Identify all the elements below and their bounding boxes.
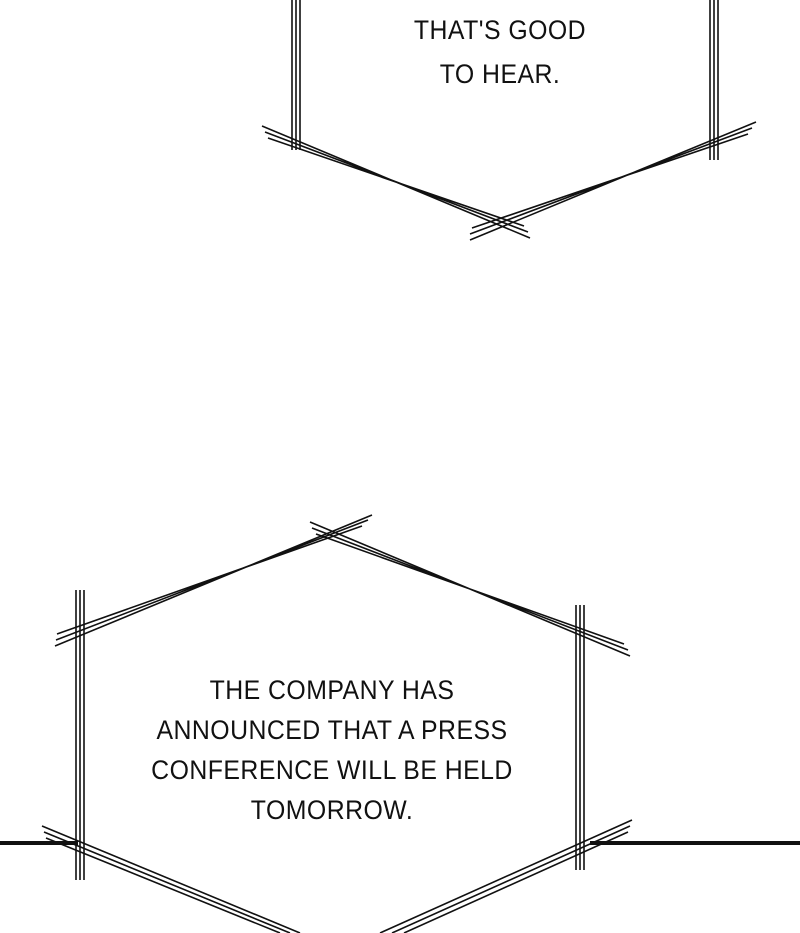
- dialogue-line: TO HEAR.: [439, 59, 561, 89]
- bottom-bubble-text: THE COMPANY HAS ANNOUNCED THAT A PRESS C…: [148, 670, 516, 830]
- dialogue-line: CONFERENCE WILL BE HELD: [151, 755, 513, 785]
- dialogue-line: THAT'S GOOD: [413, 15, 587, 45]
- top-speech-bubble: [261, 0, 757, 241]
- dialogue-line: ANNOUNCED THAT A PRESS: [156, 715, 508, 745]
- dialogue-line: TOMORROW.: [250, 795, 414, 825]
- dialogue-line: THE COMPANY HAS: [209, 675, 455, 705]
- top-bubble-text: THAT'S GOOD TO HEAR.: [390, 10, 611, 94]
- bottom-speech-bubble: [41, 514, 633, 933]
